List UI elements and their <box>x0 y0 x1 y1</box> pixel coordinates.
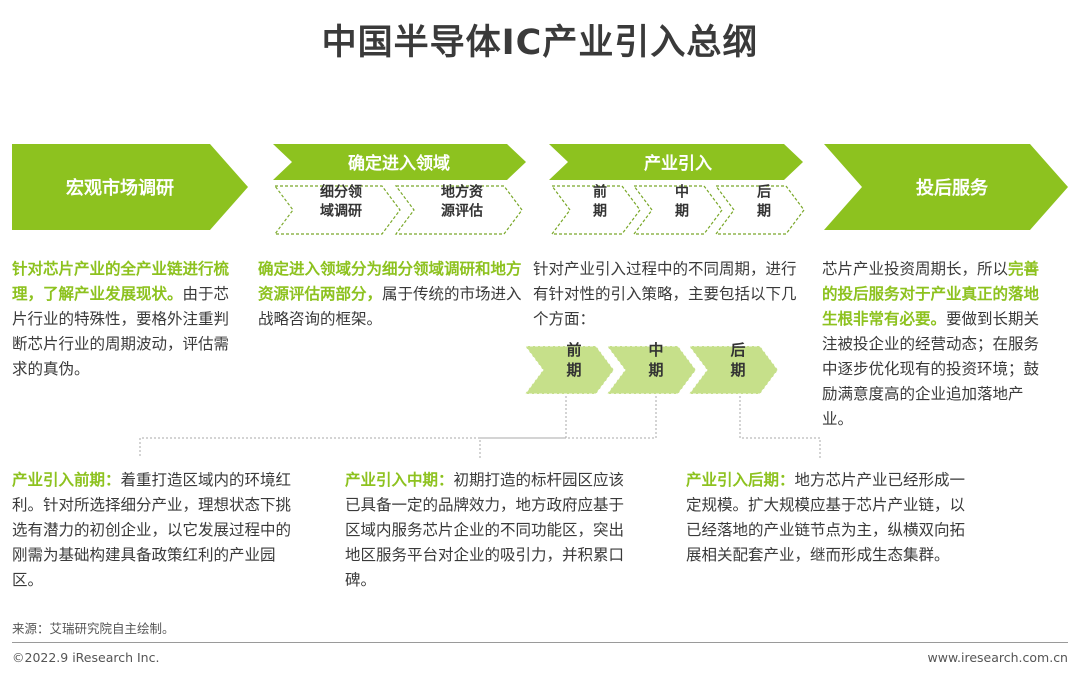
stage1-description: 针对芯片产业的全产业链进行梳理，了解产业发展现状。由于芯片行业的特殊性，要格外注… <box>12 257 244 382</box>
connector-mid <box>479 396 657 458</box>
phase-late-heading: 产业引入后期： <box>686 471 795 489</box>
phase3-chevron <box>688 345 779 395</box>
website-link[interactable]: www.iresearch.com.cn <box>927 650 1069 665</box>
source-note: 来源：艾瑞研究院自主绘制。 <box>12 621 175 636</box>
stage2-sub2-chevron <box>394 185 523 235</box>
phase-late-body: 地方芯片产业已经形成一定规模。扩大规模应基于芯片产业链，以已经落地的产业链节点为… <box>686 471 966 564</box>
stage4-body: 要做到长期关注被投企业的经营动态；在服务中逐步优化现有的投资环境；鼓励满意度高的… <box>822 310 1040 428</box>
phase3-label: 后期 <box>730 341 745 379</box>
stage2-arrow <box>273 144 526 180</box>
stage2-highlight: 确定进入领域分为细分领域调研和地方资源评估两部分， <box>258 260 522 303</box>
stage3-sub2-chevron <box>632 185 723 235</box>
stage2-body: 属于传统的市场进入战略咨询的框架。 <box>258 285 522 328</box>
stage1-body: 由于芯片行业的特殊性，要格外注重判断芯片行业的周期波动，评估需求的真伪。 <box>12 285 230 378</box>
stage4-pre: 芯片产业投资周期长，所以 <box>822 260 1009 278</box>
process-flow-diagram: 宏观市场调研 确定进入领域 细分领域调研 地方资源评估 产业引入 前期 中期 后… <box>12 144 1068 458</box>
phase1-chevron <box>524 345 615 395</box>
phase2-chevron <box>606 345 697 395</box>
stage2-label: 确定进入领域 <box>348 153 450 174</box>
stage3-sub3-label: 后期 <box>757 184 771 220</box>
connector-late <box>739 396 821 458</box>
stage3-description: 针对产业引入过程中的不同周期，进行有针对性的引入策略，主要包括以下几个方面： <box>533 257 801 332</box>
stage3-sub2-label: 中期 <box>675 184 689 220</box>
phase-early-detail: 产业引入前期：着重打造区域内的环境红利。针对所选择细分产业，理想状态下挑选有潜力… <box>12 468 298 593</box>
phase-early-heading: 产业引入前期： <box>12 471 121 489</box>
stage3-label: 产业引入 <box>644 153 712 174</box>
stage2-sub1-chevron <box>273 185 401 235</box>
stage4-arrow <box>824 144 1068 230</box>
stage3-sub3-chevron <box>714 185 805 235</box>
copyright-text: ©2022.9 iResearch Inc. <box>12 650 160 665</box>
stage4-description: 芯片产业投资周期长，所以完善的投后服务对于产业真正的落地生根非常有必要。要做到长… <box>822 257 1054 432</box>
phase-mid-heading: 产业引入中期： <box>345 471 454 489</box>
stage3-sub1-chevron <box>550 185 641 235</box>
phase-late-detail: 产业引入后期：地方芯片产业已经形成一定规模。扩大规模应基于芯片产业链，以已经落地… <box>686 468 968 568</box>
stage3-body: 针对产业引入过程中的不同周期，进行有针对性的引入策略，主要包括以下几个方面： <box>533 260 797 328</box>
connector-early <box>139 396 567 458</box>
stage2-description: 确定进入领域分为细分领域调研和地方资源评估两部分，属于传统的市场进入战略咨询的框… <box>258 257 524 332</box>
phase-connectors <box>139 396 821 458</box>
stage3-sub1-label: 前期 <box>593 184 607 220</box>
phase2-label: 中期 <box>648 341 663 379</box>
phase-mid-detail: 产业引入中期：初期打造的标杆园区应该已具备一定的品牌效力，地方政府应基于区域内服… <box>345 468 627 593</box>
phase-early-body: 着重打造区域内的环境红利。针对所选择细分产业，理想状态下挑选有潜力的初创企业，以… <box>12 471 292 589</box>
footer-divider <box>12 642 1068 643</box>
phase-mid-body: 初期打造的标杆园区应该已具备一定的品牌效力，地方政府应基于区域内服务芯片企业的不… <box>345 471 625 589</box>
stage3-arrow <box>549 144 803 180</box>
stage4-highlight: 完善的投后服务对于产业真正的落地生根非常有必要。 <box>822 260 1040 328</box>
stage2-sub1-label: 细分领域调研 <box>320 184 362 220</box>
stage1-arrow <box>12 144 248 230</box>
page-title: 中国半导体IC产业引入总纲 <box>321 23 759 63</box>
stage1-highlight: 针对芯片产业的全产业链进行梳理，了解产业发展现状。 <box>12 260 230 303</box>
phase1-label: 前期 <box>566 341 581 379</box>
stage1-label: 宏观市场调研 <box>66 177 174 199</box>
stage2-sub2-label: 地方资源评估 <box>441 184 483 220</box>
stage4-label: 投后服务 <box>916 177 989 199</box>
